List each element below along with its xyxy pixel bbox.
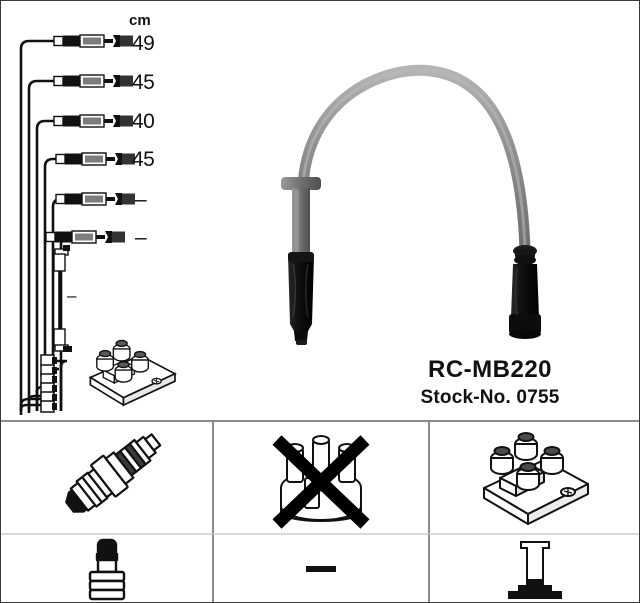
wire-length-6: –	[135, 226, 147, 249]
coil-tower-terminal-icon	[507, 541, 562, 599]
wire-length-1: 49	[132, 32, 155, 55]
wire-length-3: 40	[132, 110, 155, 133]
unit-header: cm	[129, 12, 151, 29]
application-icon-panels: –	[1, 420, 639, 602]
auxiliary-lead	[53, 245, 72, 352]
panel-coil-tower-terminal	[428, 533, 639, 602]
ignition-coil-pack-icon	[482, 431, 589, 525]
panel-spark-plug-terminal	[1, 533, 212, 602]
wire-length-4: 45	[132, 148, 155, 171]
panel-dash: –	[212, 533, 428, 602]
schematic-coil-pack-icon	[88, 339, 177, 407]
stock-number: Stock-No. 0755	[420, 386, 560, 408]
dash-icon	[306, 566, 336, 572]
coil-plug-connector	[509, 245, 541, 339]
panel-spark-plug	[1, 420, 212, 533]
product-info-block: RC-MB220 Stock-No. 0755	[355, 356, 625, 409]
auxiliary-lead-label: –	[67, 286, 76, 305]
wire-routing-diagram	[19, 34, 177, 415]
product-code: RC-MB220	[427, 356, 553, 383]
spark-plug-terminal-connector-icon	[88, 538, 125, 601]
wire-length-2: 45	[132, 71, 155, 94]
wire-length-5: –	[135, 188, 147, 211]
wire-length-schematic: cm 49 45 40 45 – – –	[1, 1, 301, 421]
distributor-cap-crossed-out-icon	[272, 434, 370, 529]
spark-plug-icon	[64, 432, 161, 513]
cable-lead	[297, 64, 531, 257]
panel-ignition-coil	[428, 420, 639, 533]
panel-distributor-cap-not-applicable	[212, 420, 428, 533]
cross-out-mark	[272, 434, 370, 529]
spark-plug-boot-connector	[281, 177, 321, 345]
main-cable-illustration	[263, 59, 593, 354]
coil-terminal-leads	[19, 354, 68, 415]
